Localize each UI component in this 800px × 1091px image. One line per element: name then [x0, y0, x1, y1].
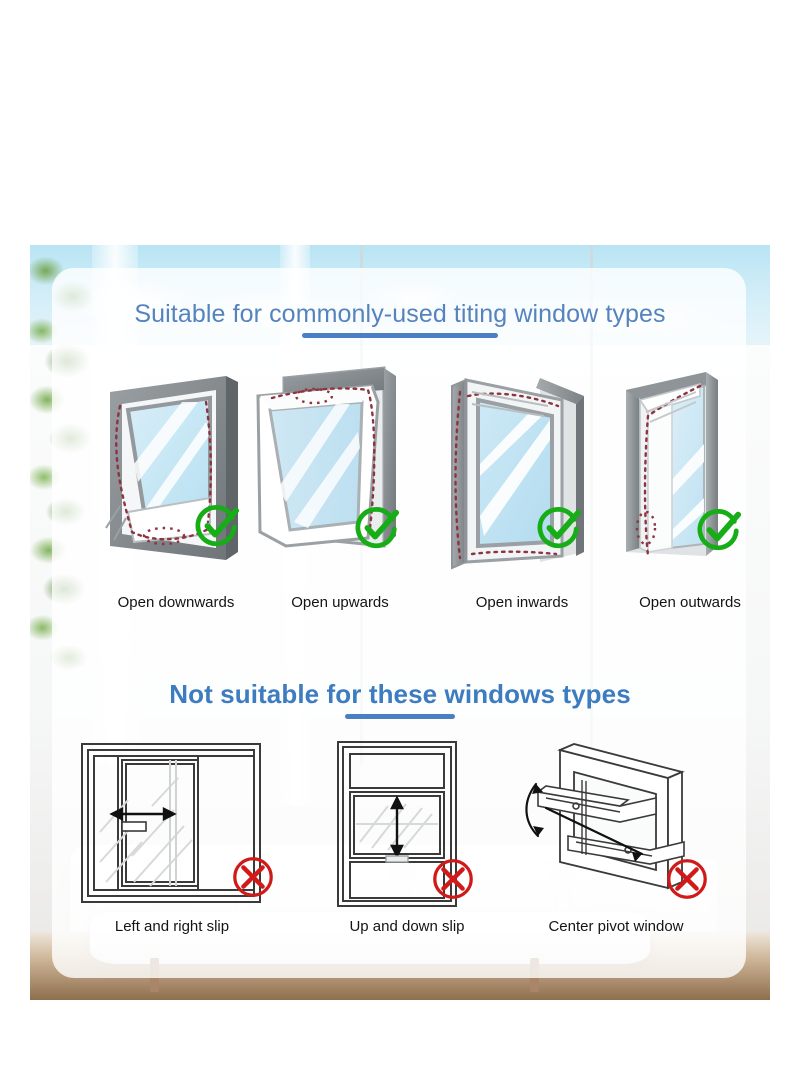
suitable-item-open-upwards[interactable]: Open upwards — [250, 356, 430, 616]
suitable-item-label: Open outwards — [639, 594, 741, 611]
not-suitable-item-label: Up and down slip — [349, 918, 465, 935]
red-cross-circle-icon — [230, 854, 276, 900]
window-tilt-bottom-hung-icon — [250, 356, 430, 616]
green-check-circle-icon — [354, 504, 400, 550]
suitable-item-label: Open inwards — [475, 594, 569, 611]
not-suitable-item-center-pivot[interactable]: Center pivot window — [516, 736, 716, 946]
window-center-pivot-icon — [516, 736, 716, 946]
not-suitable-heading-block: Not suitable for these windows types — [0, 679, 800, 719]
not-suitable-heading-underline — [345, 714, 455, 719]
not-suitable-heading: Not suitable for these windows types — [169, 679, 631, 709]
suitable-item-label: Open downwards — [117, 594, 235, 611]
suitable-items-row: Open downwards — [0, 356, 800, 616]
red-cross-circle-icon — [430, 856, 476, 902]
window-sliding-horizontal-icon — [72, 736, 273, 946]
suitable-heading: Suitable for commonly-used titing window… — [134, 300, 666, 328]
suitable-item-open-downwards[interactable]: Open downwards — [86, 356, 266, 616]
not-suitable-item-up-down-slip[interactable]: Up and down slip — [312, 736, 502, 946]
green-check-circle-icon — [194, 502, 240, 548]
not-suitable-items-row: Left and right slip — [0, 736, 800, 946]
green-check-circle-icon — [536, 504, 582, 550]
suitable-item-label: Open upwards — [291, 594, 389, 611]
suitable-heading-underline — [302, 333, 498, 338]
suitable-heading-block: Suitable for commonly-used titing window… — [0, 299, 800, 338]
window-casement-inward-icon — [432, 356, 612, 616]
green-check-circle-icon — [696, 506, 742, 552]
not-suitable-item-label: Center pivot window — [548, 918, 684, 935]
window-casement-outward-icon — [600, 356, 780, 616]
suitable-item-open-outwards[interactable]: Open outwards — [600, 356, 780, 616]
window-tilt-top-hung-icon — [86, 356, 266, 616]
not-suitable-item-left-right-slip[interactable]: Left and right slip — [72, 736, 273, 946]
suitable-item-open-inwards[interactable]: Open inwards — [432, 356, 612, 616]
window-sash-vertical-icon — [312, 736, 502, 946]
not-suitable-item-label: Left and right slip — [114, 918, 230, 935]
red-cross-circle-icon — [664, 856, 710, 902]
